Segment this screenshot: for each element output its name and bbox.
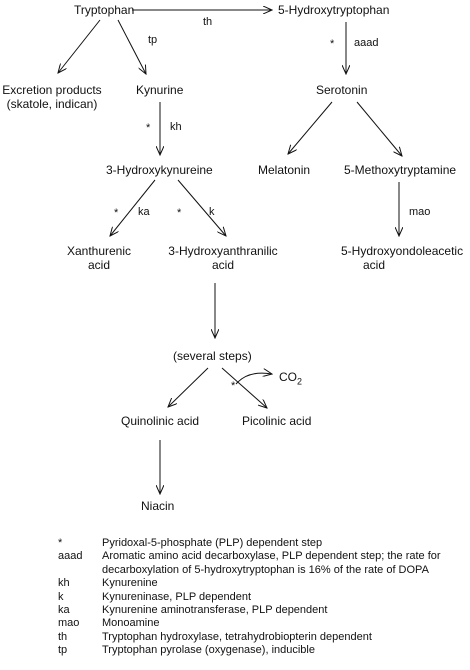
legend: * Pyridoxal-5-phosphate (PLP) dependent … [58, 537, 462, 658]
legend-desc: Aromatic amino acid decarboxylase, PLP d… [102, 550, 441, 576]
enzyme-label-th: th [203, 16, 213, 28]
xanthurenic-line-1: Xanthurenic [66, 244, 132, 258]
enzyme-label-ka: ka [138, 206, 150, 218]
node-melatonin: Melatonin [258, 163, 311, 177]
co2-text: CO [279, 370, 297, 384]
hydroxyondoleacetic-line-2: acid [363, 258, 386, 272]
legend-row: k Kynureninase, PLP dependent [58, 591, 462, 604]
legend-row: * Pyridoxal-5-phosphate (PLP) dependent … [58, 537, 462, 550]
node-kynurine: Kynurine [136, 83, 184, 97]
arrow-several-steps-to-picolinic [221, 367, 267, 408]
node-5-hydroxyondoleacetic-acid: 5-Hydroxyondoleacetic acid [341, 244, 463, 272]
legend-abbr: ka [58, 604, 70, 617]
legend-row: th Tryptophan hydroxylase, tetrahydrobio… [58, 631, 462, 644]
node-3-hydroxyanthranilic-acid: 3-Hydroxyanthranilic acid [168, 244, 277, 272]
node-niacin: Niacin [141, 499, 175, 513]
legend-desc: Tryptophan hydroxylase, tetrahydrobiopte… [102, 630, 372, 643]
arrow-hydroxykynureine-to-xanthurenic [110, 179, 156, 236]
enzyme-label-kh: kh [170, 121, 182, 133]
legend-row: ka Kynurenine aminotransferase, PLP depe… [58, 604, 462, 617]
node-xanthurenic-acid: Xanthurenic acid [67, 244, 131, 272]
legend-abbr: kh [58, 577, 70, 590]
arrow-serotonin-to-methoxytryptamine [356, 101, 402, 156]
legend-row: mao Monoamine [58, 617, 462, 630]
plp-marker-aaad: * [330, 38, 335, 50]
excretion-line-2: (skatole, indican) [6, 97, 98, 111]
legend-desc: Kynurenine [102, 577, 158, 590]
legend-abbr: * [58, 537, 63, 549]
enzyme-label-aaad: aaad [354, 37, 379, 49]
node-quinolinic-acid: Quinolinic acid [121, 414, 200, 428]
legend-abbr: th [58, 630, 68, 643]
arrow-hydroxykynureine-to-hydroxyanthranilic [177, 179, 226, 236]
legend-desc: Kynureninase, PLP dependent [102, 590, 252, 603]
node-5-hydroxytryptophan: 5-Hydroxytryptophan [278, 3, 390, 17]
plp-marker-k: * [177, 207, 182, 219]
plp-marker-ka: * [114, 207, 119, 219]
node-several-steps: (several steps) [173, 349, 252, 363]
arrow-several-steps-to-quinolinic [168, 367, 209, 407]
legend-row: kh Kynurenine [58, 577, 462, 590]
hydroxyanthranilic-line-2: acid [211, 258, 235, 272]
arrow-co2-release [235, 373, 272, 385]
co2-subscript: 2 [297, 376, 303, 387]
enzyme-label-mao: mao [409, 206, 431, 218]
node-picolinic-acid: Picolinic acid [242, 414, 312, 428]
legend-abbr: tp [58, 644, 68, 657]
enzyme-label-tp: tp [148, 34, 158, 46]
plp-marker-picolinic: * [231, 380, 236, 392]
legend-abbr: aaad [58, 550, 83, 563]
legend-desc: Pyridoxal-5-phosphate (PLP) dependent st… [102, 537, 323, 549]
legend-abbr: mao [58, 617, 80, 630]
legend-abbr: k [58, 590, 64, 603]
node-excretion-products: Excretion products (skatole, indican) [2, 83, 101, 111]
hydroxyondoleacetic-line-1: 5-Hydroxyondoleacetic [341, 244, 464, 258]
arrow-tryptophan-to-kynurine [117, 19, 146, 74]
node-3-hydroxykynureine: 3-Hydroxykynureine [106, 163, 213, 177]
legend-desc: Kynurenine aminotransferase, PLP depende… [102, 604, 328, 617]
legend-row: aaad Aromatic amino acid decarboxylase, … [58, 550, 462, 577]
hydroxyanthranilic-line-1: 3-Hydroxyanthranilic [168, 244, 278, 258]
node-tryptophan: Tryptophan [74, 3, 135, 17]
enzyme-label-k: k [209, 206, 215, 218]
legend-desc: Tryptophan pyrolase (oxygenase), inducib… [102, 644, 315, 657]
node-serotonin: Serotonin [316, 83, 368, 97]
node-co2: CO2 [279, 370, 302, 388]
excretion-line-1: Excretion products [2, 83, 102, 97]
arrow-tryptophan-to-excretion [58, 19, 101, 73]
node-5-methoxytryptamine: 5-Methoxytryptamine [344, 163, 457, 177]
xanthurenic-line-2: acid [87, 258, 111, 272]
legend-desc: Monoamine [102, 617, 160, 630]
plp-marker-kh: * [146, 122, 151, 134]
legend-row: tp Tryptophan pyrolase (oxygenase), indu… [58, 644, 462, 657]
arrow-serotonin-to-melatonin [288, 101, 333, 154]
